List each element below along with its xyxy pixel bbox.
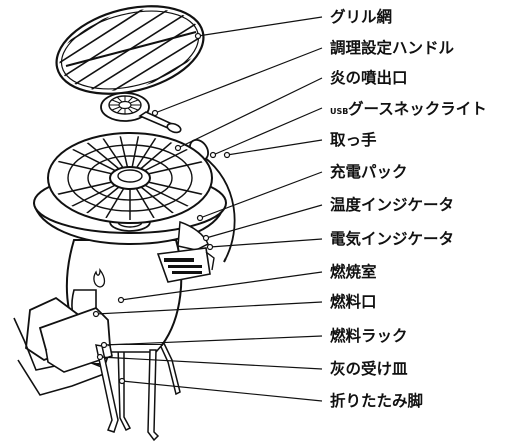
leader-lines xyxy=(92,16,323,402)
label-fuel-rack: 燃料ラック xyxy=(330,326,408,345)
label-combustion-chamber: 燃焼室 xyxy=(330,262,377,281)
label-ash-tray: 灰の受け皿 xyxy=(330,359,408,378)
label-folding-legs: 折りたたみ脚 xyxy=(330,391,423,410)
label-flame-outlet: 炎の噴出口 xyxy=(330,68,408,87)
label-usb-light: グースネックライト xyxy=(348,99,487,118)
label-elec-indicator: 電気インジケータ xyxy=(330,229,454,248)
fuel-rack-drawing xyxy=(13,296,113,396)
labels: グリル網 調理設定ハンドル 炎の噴出口 USB グースネックライト 取っ手 充電… xyxy=(330,7,487,410)
label-temp-indicator: 温度インジケータ xyxy=(330,195,454,214)
label-fuel-port: 燃料口 xyxy=(330,292,377,311)
grate-drawing xyxy=(47,132,213,224)
label-handle: 取っ手 xyxy=(330,130,377,149)
label-heat-handle: 調理設定ハンドル xyxy=(330,38,455,57)
label-usb-prefix: USB xyxy=(330,107,348,116)
label-battery: 充電パック xyxy=(330,162,408,181)
flame-outlet-drawing xyxy=(100,92,182,134)
label-grill-net: グリル網 xyxy=(330,7,392,26)
